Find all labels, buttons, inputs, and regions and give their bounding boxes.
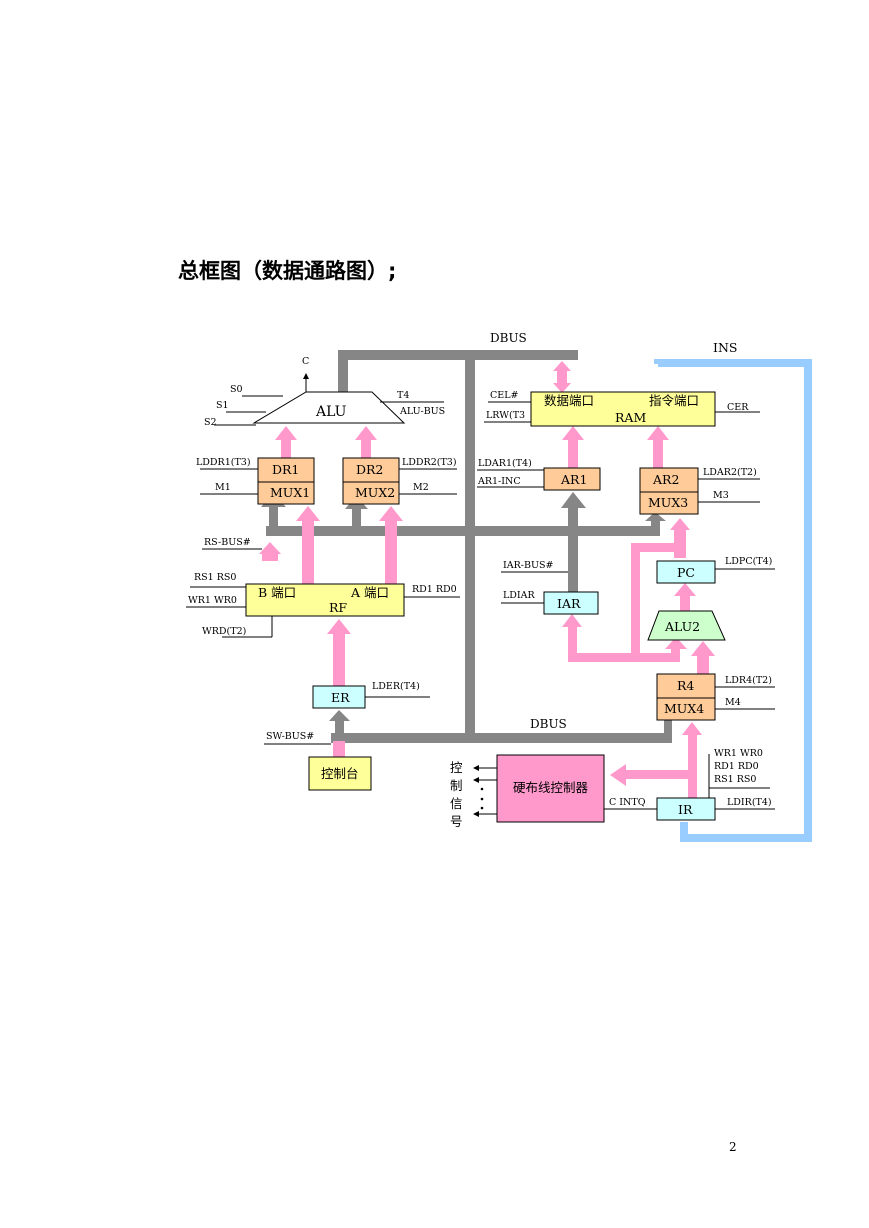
ram-data-port-label: 数据端口 xyxy=(544,393,594,408)
alu2-block xyxy=(647,610,726,641)
signal-sw-bus: SW-BUS# xyxy=(266,731,314,742)
signal-rd1rd0-right: RD1 RD0 xyxy=(412,584,457,595)
alu-label: ALU xyxy=(315,404,347,420)
mux3-label: MUX3 xyxy=(648,495,688,510)
signal-c: C xyxy=(302,356,309,367)
dr2-block xyxy=(342,457,400,483)
iar-label: IAR xyxy=(557,596,581,611)
ram-label: RAM xyxy=(615,410,646,425)
signal-m2: M2 xyxy=(413,482,429,493)
signal-cer: CER xyxy=(727,402,749,413)
control-signal-arrows xyxy=(473,765,497,817)
ram-block xyxy=(530,391,716,427)
alu-block xyxy=(252,391,406,424)
signal-wrd: WRD(T2) xyxy=(202,626,246,637)
er-label: ER xyxy=(331,690,350,705)
controller-label: 硬布线控制器 xyxy=(513,780,589,795)
control-signal-dots xyxy=(480,787,484,810)
dbus xyxy=(261,350,677,743)
signal-ldiar: LDIAR xyxy=(503,590,536,601)
mux2-label: MUX2 xyxy=(355,485,395,500)
ram-instr-port-label: 指令端口 xyxy=(649,393,699,408)
signal-ldar2: LDAR2(T2) xyxy=(703,467,757,478)
ar2-block xyxy=(639,467,699,493)
mux1-block xyxy=(257,481,315,505)
mux3-block xyxy=(639,491,699,515)
signal-ldar1: LDAR1(T4) xyxy=(478,458,532,469)
signal-ldr4: LDR4(T2) xyxy=(725,675,772,686)
signal-t4: T4 xyxy=(397,390,409,401)
pink-paths xyxy=(259,361,715,798)
page-number: 2 xyxy=(729,1140,737,1154)
dr1-label: DR1 xyxy=(272,462,299,477)
signal-rs-bus: RS-BUS# xyxy=(204,537,251,548)
signal-m1: M1 xyxy=(215,482,231,493)
control-signal-char-3: 信 xyxy=(450,796,463,811)
control-signal-char-2: 制 xyxy=(450,778,463,793)
dr2-label: DR2 xyxy=(356,462,383,477)
r4-label: R4 xyxy=(677,678,694,693)
mux4-label: MUX4 xyxy=(664,701,704,716)
ar1-block xyxy=(543,467,601,491)
pc-block xyxy=(656,560,716,584)
rf-block xyxy=(245,583,405,617)
signal-wr1wr0-right: WR1 WR0 xyxy=(714,748,763,759)
pc-label: PC xyxy=(677,565,695,580)
ins-bus xyxy=(654,359,812,842)
signal-lddr2: LDDR2(T3) xyxy=(402,457,457,468)
signal-m3: M3 xyxy=(713,490,729,501)
signal-cel: CEL# xyxy=(490,390,519,401)
signal-wr1wr0-left: WR1 WR0 xyxy=(188,595,237,606)
mux2-block xyxy=(342,481,400,505)
page-title: 总框图（数据通路图）; xyxy=(178,259,397,283)
signal-s0: S0 xyxy=(230,384,243,395)
ar1-label: AR1 xyxy=(560,472,587,487)
signal-c-intq: C INTQ xyxy=(609,797,646,808)
signal-lddr1: LDDR1(T3) xyxy=(196,457,251,468)
dbus-top-label: DBUS xyxy=(490,331,527,345)
rf-b-port-label: B 端口 xyxy=(258,585,296,600)
signal-ar1-inc: AR1-INC xyxy=(477,476,521,487)
ins-bus-label: INS xyxy=(713,340,737,355)
rf-a-port-label: A 端口 xyxy=(350,585,389,600)
mux1-label: MUX1 xyxy=(270,485,310,500)
signal-alu-bus: ALU-BUS xyxy=(399,406,445,417)
signal-iar-bus: IAR-BUS# xyxy=(503,560,553,571)
ar2-label: AR2 xyxy=(652,472,679,487)
control-signal-char-1: 控 xyxy=(450,760,463,775)
control-signal-char-4: 号 xyxy=(450,814,463,829)
signal-ldir: LDIR(T4) xyxy=(727,797,772,808)
signal-s2: S2 xyxy=(204,417,217,428)
signal-lder: LDER(T4) xyxy=(372,681,420,692)
dbus-bottom-label: DBUS xyxy=(530,717,567,731)
rf-label: RF xyxy=(329,600,347,615)
console-block xyxy=(308,756,372,791)
ir-label: IR xyxy=(678,802,693,817)
signal-lrw: LRW(T3 xyxy=(486,410,525,421)
signal-m4: M4 xyxy=(725,697,741,708)
r4-block xyxy=(656,673,716,699)
signal-rd1rd0-ctrl: RD1 RD0 xyxy=(714,761,759,772)
signal-ldpc: LDPC(T4) xyxy=(725,556,772,567)
controller-block xyxy=(496,754,605,823)
signal-rs1rs0-left: RS1 RS0 xyxy=(194,572,236,583)
alu2-label: ALU2 xyxy=(664,619,700,634)
console-label: 控制台 xyxy=(321,766,359,781)
signal-rs1rs0-right: RS1 RS0 xyxy=(714,774,756,785)
signal-s1: S1 xyxy=(216,400,229,411)
